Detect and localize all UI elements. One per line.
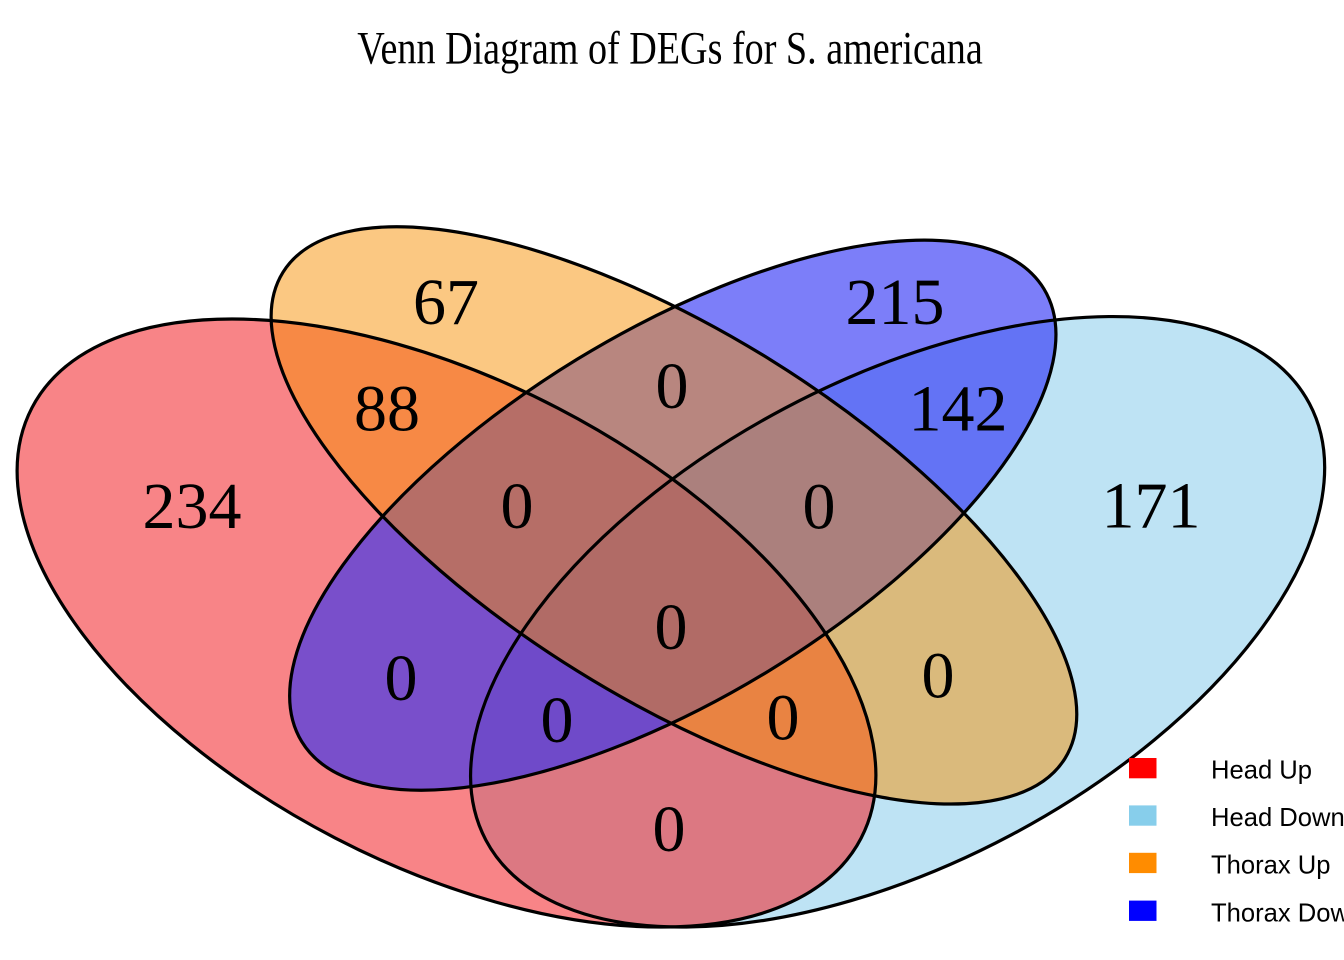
svg-text:Head Down: Head Down (1211, 804, 1344, 832)
svg-text:Thorax Down: Thorax Down (1211, 899, 1344, 927)
svg-text:0: 0 (653, 793, 686, 866)
svg-text:0: 0 (803, 471, 836, 544)
svg-text:Venn Diagram of DEGs for S. am: Venn Diagram of DEGs for S. americana (357, 23, 983, 75)
svg-text:0: 0 (541, 684, 574, 757)
svg-text:Head Up: Head Up (1211, 757, 1312, 785)
svg-text:0: 0 (922, 640, 955, 713)
svg-text:Thorax Up: Thorax Up (1211, 852, 1330, 880)
svg-text:171: 171 (1102, 470, 1201, 543)
svg-text:0: 0 (655, 591, 688, 664)
svg-text:215: 215 (846, 266, 945, 339)
svg-text:88: 88 (354, 373, 420, 446)
svg-text:0: 0 (385, 642, 418, 715)
svg-text:67: 67 (413, 266, 479, 339)
svg-text:234: 234 (143, 470, 242, 543)
svg-text:0: 0 (501, 470, 534, 543)
svg-text:142: 142 (909, 373, 1008, 446)
svg-text:0: 0 (656, 350, 689, 423)
svg-text:0: 0 (767, 682, 800, 755)
